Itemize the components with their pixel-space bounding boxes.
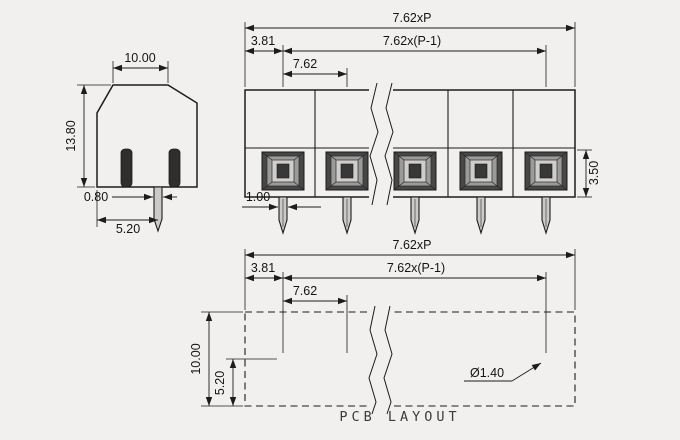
dim-pcb-center-span: 7.62x(P-1) xyxy=(387,261,445,275)
mounting-hole xyxy=(277,353,289,365)
dim-front-pitch: 7.62 xyxy=(293,57,317,71)
dim-pcb-board-depth: 10.00 xyxy=(189,343,203,374)
solder-pin xyxy=(476,196,486,234)
mounting-hole xyxy=(341,353,353,365)
break-line xyxy=(384,82,394,206)
housing-front-outline xyxy=(244,89,576,198)
dim-side-pin-thickness: 0.80 xyxy=(84,190,108,204)
mounting-hole xyxy=(475,353,487,365)
dim-front-end-margin: 3.81 xyxy=(251,34,275,48)
dim-front-overall-pitch: 7.62xP xyxy=(393,11,432,25)
solder-pin xyxy=(410,196,420,234)
solder-pin-side xyxy=(153,186,163,233)
front-view: 7.62xP 3.81 7.62x(P-1) 7.62 1.00 3.50 xyxy=(242,11,601,234)
dim-front-center-span: 7.62x(P-1) xyxy=(383,34,441,48)
pcb-layout-caption: PCB LAYOUT xyxy=(339,409,460,425)
dim-front-pin-width: 1.00 xyxy=(246,190,270,204)
housing-side-outline xyxy=(96,84,198,188)
screw-terminal xyxy=(459,151,503,191)
dim-pcb-overall-pitch: 7.62xP xyxy=(393,238,432,252)
contact-clamp xyxy=(168,148,181,188)
dim-front-opening-height: 3.50 xyxy=(587,161,601,185)
side-view: 10.00 13.80 0.80 5.20 xyxy=(64,51,198,236)
contact-clamp xyxy=(120,148,133,188)
dim-pcb-end-margin: 3.81 xyxy=(251,261,275,275)
break-gap xyxy=(368,306,392,414)
screw-terminal xyxy=(261,151,305,191)
dim-pcb-hole-diameter: Ø1.40 xyxy=(470,366,504,380)
dim-side-pin-offset: 5.20 xyxy=(116,222,140,236)
dim-side-width: 10.00 xyxy=(124,51,155,65)
dim-pcb-hole-offset: 5.20 xyxy=(213,371,227,395)
screw-terminal xyxy=(393,151,437,191)
mounting-hole xyxy=(540,353,552,365)
screw-terminal xyxy=(524,151,568,191)
solder-pin xyxy=(342,196,352,234)
dim-pcb-pitch: 7.62 xyxy=(293,284,317,298)
screw-terminal xyxy=(325,151,369,191)
dim-side-height: 13.80 xyxy=(64,120,78,151)
break-line xyxy=(368,305,378,415)
mounting-hole xyxy=(409,353,421,365)
solder-pin xyxy=(278,196,288,234)
break-line xyxy=(383,305,393,415)
solder-pin xyxy=(541,196,551,234)
break-line xyxy=(369,82,379,206)
pcb-outline xyxy=(244,311,576,407)
pcb-layout-view: 7.62xP 3.81 7.62x(P-1) 7.62 10.00 5.20 Ø… xyxy=(189,238,576,425)
